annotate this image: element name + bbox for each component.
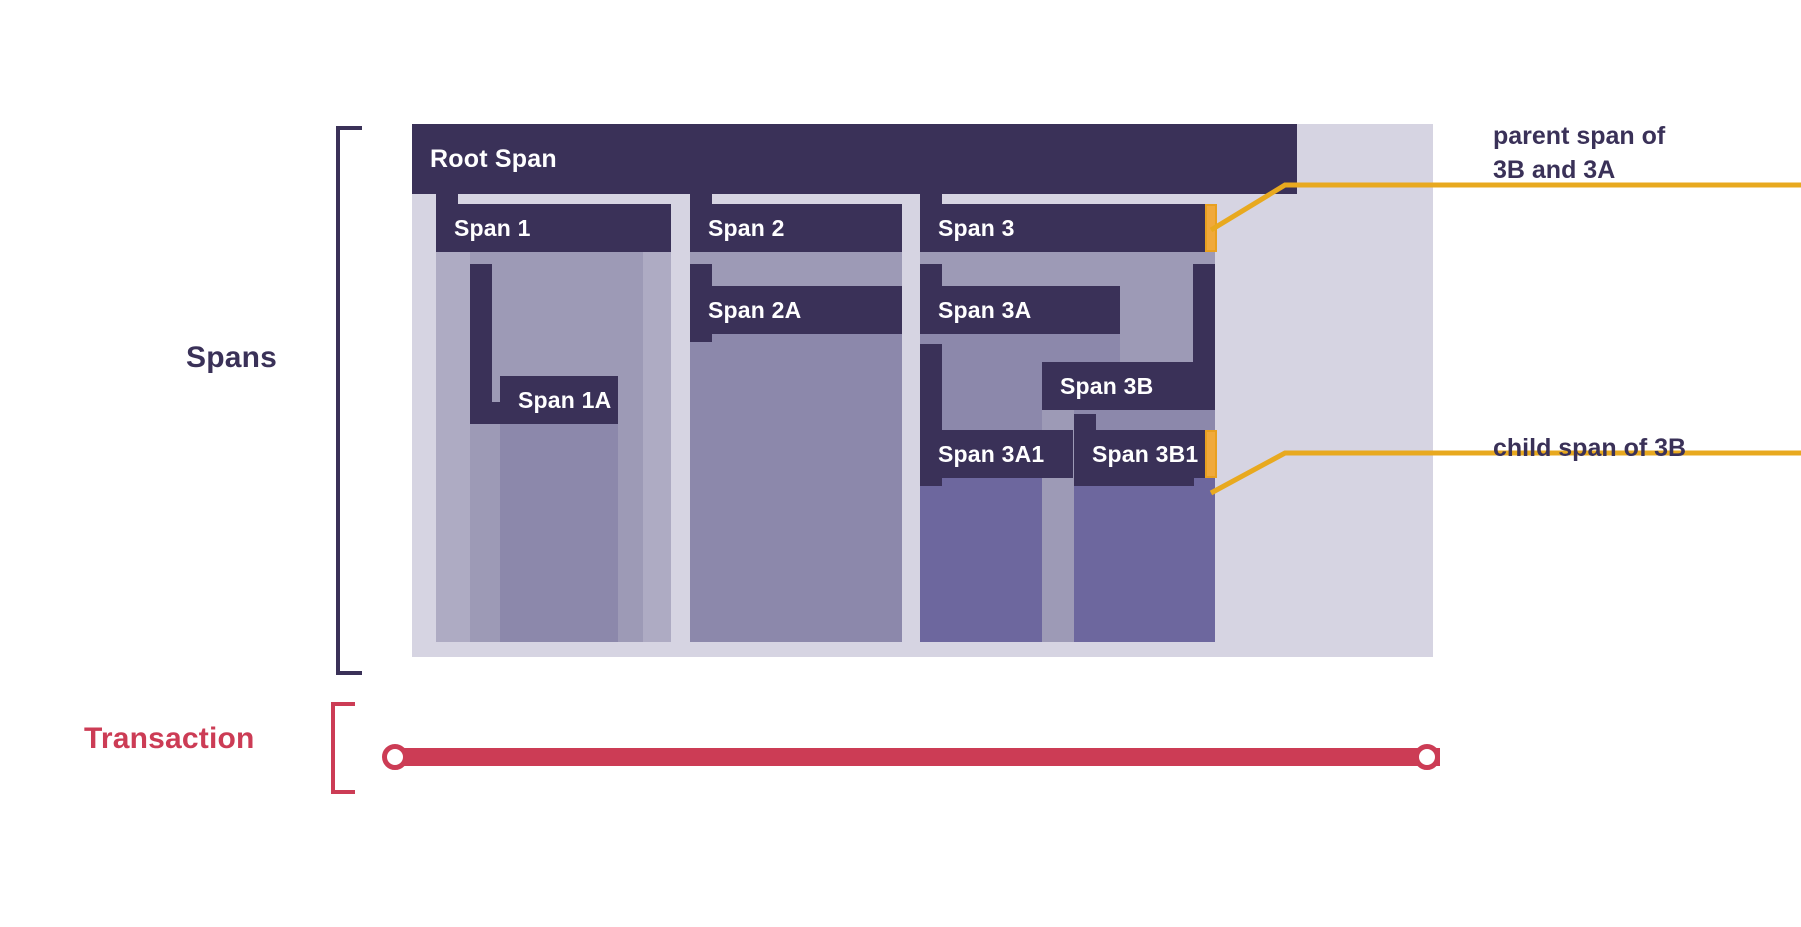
spans-label: Spans xyxy=(186,341,278,374)
connector-span3-to-span3b xyxy=(1193,264,1215,382)
span-bar-span-3b[interactable]: Span 3B xyxy=(1042,362,1215,410)
span-bar-span-1[interactable]: Span 1 xyxy=(436,204,671,252)
span-bar-span-1a[interactable]: Span 1A xyxy=(500,376,618,424)
parent-annotation-leader-line xyxy=(1209,182,1801,233)
child-span-highlight-marker xyxy=(1205,430,1217,478)
connector-span1-to-span1a xyxy=(470,264,492,424)
transaction-bar[interactable] xyxy=(388,748,1440,766)
parent-span-annotation: parent span of 3B and 3A xyxy=(1493,122,1666,184)
span-3b1-body xyxy=(1074,476,1215,642)
span-bar-span-2[interactable]: Span 2 xyxy=(690,204,902,252)
child-span-annotation: child span of 3B xyxy=(1493,434,1687,462)
transaction-label: Transaction xyxy=(84,722,255,755)
spans-bracket xyxy=(336,126,362,675)
span-bar-span-3b1[interactable]: Span 3B1 xyxy=(1074,430,1215,478)
span-bar-root[interactable]: Root Span xyxy=(412,124,1297,194)
span-2a-inner-body xyxy=(690,332,902,642)
span-bar-span-2a[interactable]: Span 2A xyxy=(690,286,902,334)
spans-waterfall: Root Span Span 1 Span 1A Span 2 Span 2A … xyxy=(412,124,1433,657)
span-1a-body xyxy=(500,420,618,642)
span-bar-span-3a[interactable]: Span 3A xyxy=(920,286,1120,334)
transaction-bracket xyxy=(331,702,355,794)
child-annotation-leader-line xyxy=(1209,450,1801,496)
span-bar-span-3a1[interactable]: Span 3A1 xyxy=(920,430,1073,478)
transaction-end-endpoint[interactable] xyxy=(1414,744,1440,770)
span-bar-span-3[interactable]: Span 3 xyxy=(920,204,1215,252)
transaction-start-endpoint[interactable] xyxy=(382,744,408,770)
